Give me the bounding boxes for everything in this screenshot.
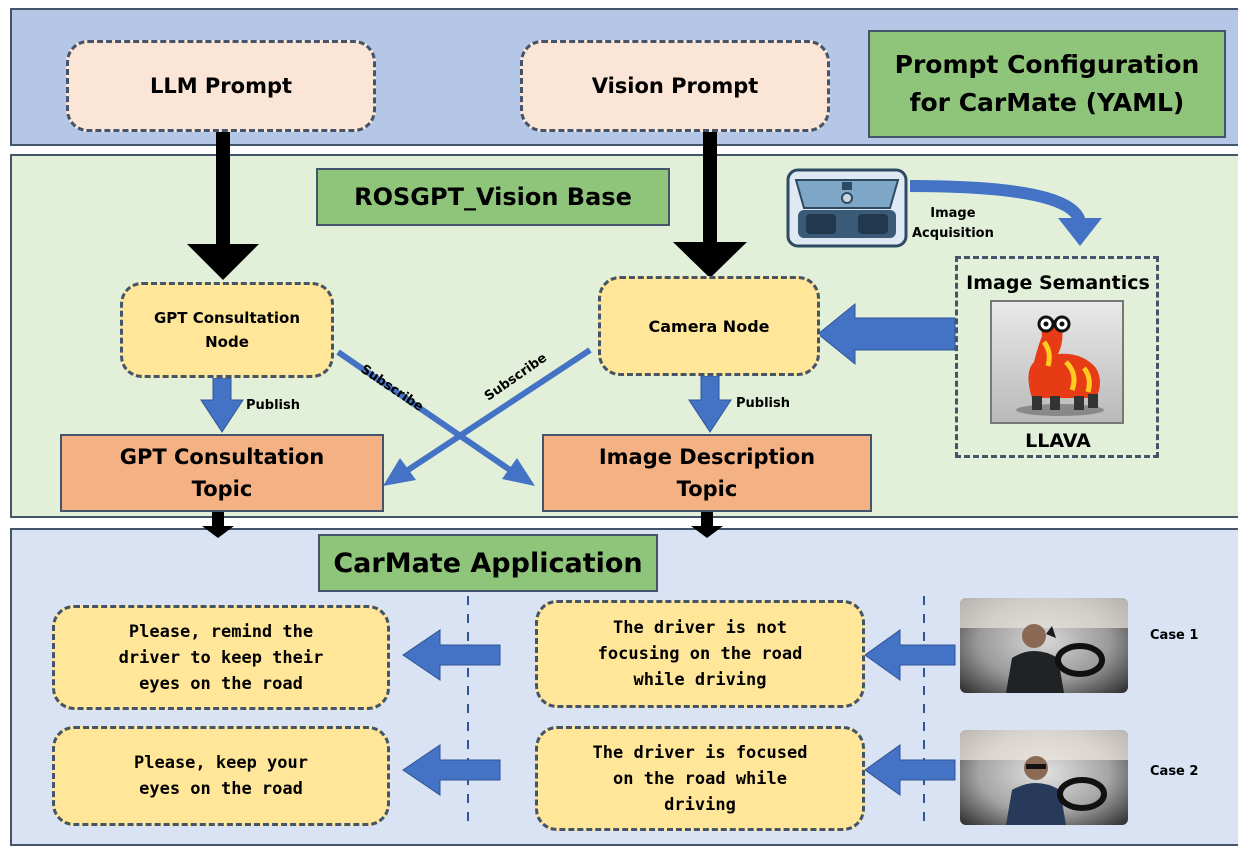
image-semantics-label: Image Semantics (966, 272, 1150, 294)
gpt-consultation-topic: GPT Consultation Topic (60, 434, 384, 512)
case1-description-box: The driver is not focusing on the road w… (535, 600, 865, 708)
image-semantics-container (955, 256, 1159, 458)
case2-description-box: The driver is focused on the road while … (535, 726, 865, 831)
case1-driver-photo (960, 598, 1128, 693)
publish-label-left: Publish (246, 398, 300, 413)
case1-response-text: Please, remind the driver to keep their … (118, 621, 324, 694)
llava-mascot-image (990, 300, 1124, 424)
gpt-consultation-topic-label: GPT Consultation Topic (119, 445, 325, 501)
rosgpt-vision-base-title-text: ROSGPT_Vision Base (354, 183, 632, 211)
llm-prompt-label: LLM Prompt (149, 74, 293, 98)
case2-photo-to-description-arrow (864, 744, 956, 796)
vision-prompt-arrow (673, 104, 747, 278)
subscribe-arrow-to-gpt-topic (383, 347, 592, 486)
image-topic-to-app-arrow (691, 512, 723, 538)
vision-prompt-box: Vision Prompt (520, 40, 830, 132)
car-interior-icon (786, 168, 908, 248)
semantics-to-camera-arrow (817, 302, 956, 366)
case1-response-box: Please, remind the driver to keep their … (52, 605, 390, 710)
gpt-publish-arrow (200, 377, 244, 433)
image-description-topic: Image Description Topic (542, 434, 872, 512)
case2-response-box: Please, keep your eyes on the road (52, 726, 390, 826)
llm-prompt-box: LLM Prompt (66, 40, 376, 132)
publish-label-right: Publish (736, 396, 790, 411)
image-acquisition-label: Image Acquisition (912, 206, 994, 241)
case1-photo-to-description-arrow (864, 629, 956, 681)
camera-node: Camera Node (598, 276, 820, 376)
case1-description-text: The driver is not focusing on the road w… (597, 618, 803, 690)
camera-publish-arrow (688, 375, 732, 433)
case2-driver-photo (960, 730, 1128, 825)
rosgpt-vision-base-title: ROSGPT_Vision Base (316, 168, 670, 226)
case2-description-to-response-arrow (402, 744, 501, 796)
prompt-configuration-title: Prompt Configuration for CarMate (YAML) (868, 30, 1226, 138)
gpt-topic-to-app-arrow (202, 512, 234, 538)
case1-label: Case 1 (1150, 628, 1199, 643)
case2-label: Case 2 (1150, 764, 1199, 779)
carmate-application-title: CarMate Application (318, 534, 658, 592)
carmate-application-title-text: CarMate Application (333, 547, 643, 579)
subscribe-arrow-to-image-topic (336, 349, 535, 486)
vision-prompt-label: Vision Prompt (591, 74, 759, 98)
case1-description-to-response-arrow (402, 629, 501, 681)
case2-description-text: The driver is focused on the road while … (592, 742, 808, 815)
gpt-consultation-node: GPT Consultation Node (120, 282, 334, 378)
gpt-consultation-node-label: GPT Consultation Node (153, 309, 301, 351)
llava-label: LLAVA (1025, 430, 1091, 452)
prompt-configuration-title-text: Prompt Configuration for CarMate (YAML) (894, 50, 1200, 117)
camera-node-label: Camera Node (648, 316, 770, 336)
image-acquisition-arrow (909, 180, 1102, 246)
case2-response-text: Please, keep your eyes on the road (134, 753, 308, 799)
llm-prompt-arrow (187, 104, 259, 280)
image-description-topic-label: Image Description Topic (598, 445, 816, 501)
